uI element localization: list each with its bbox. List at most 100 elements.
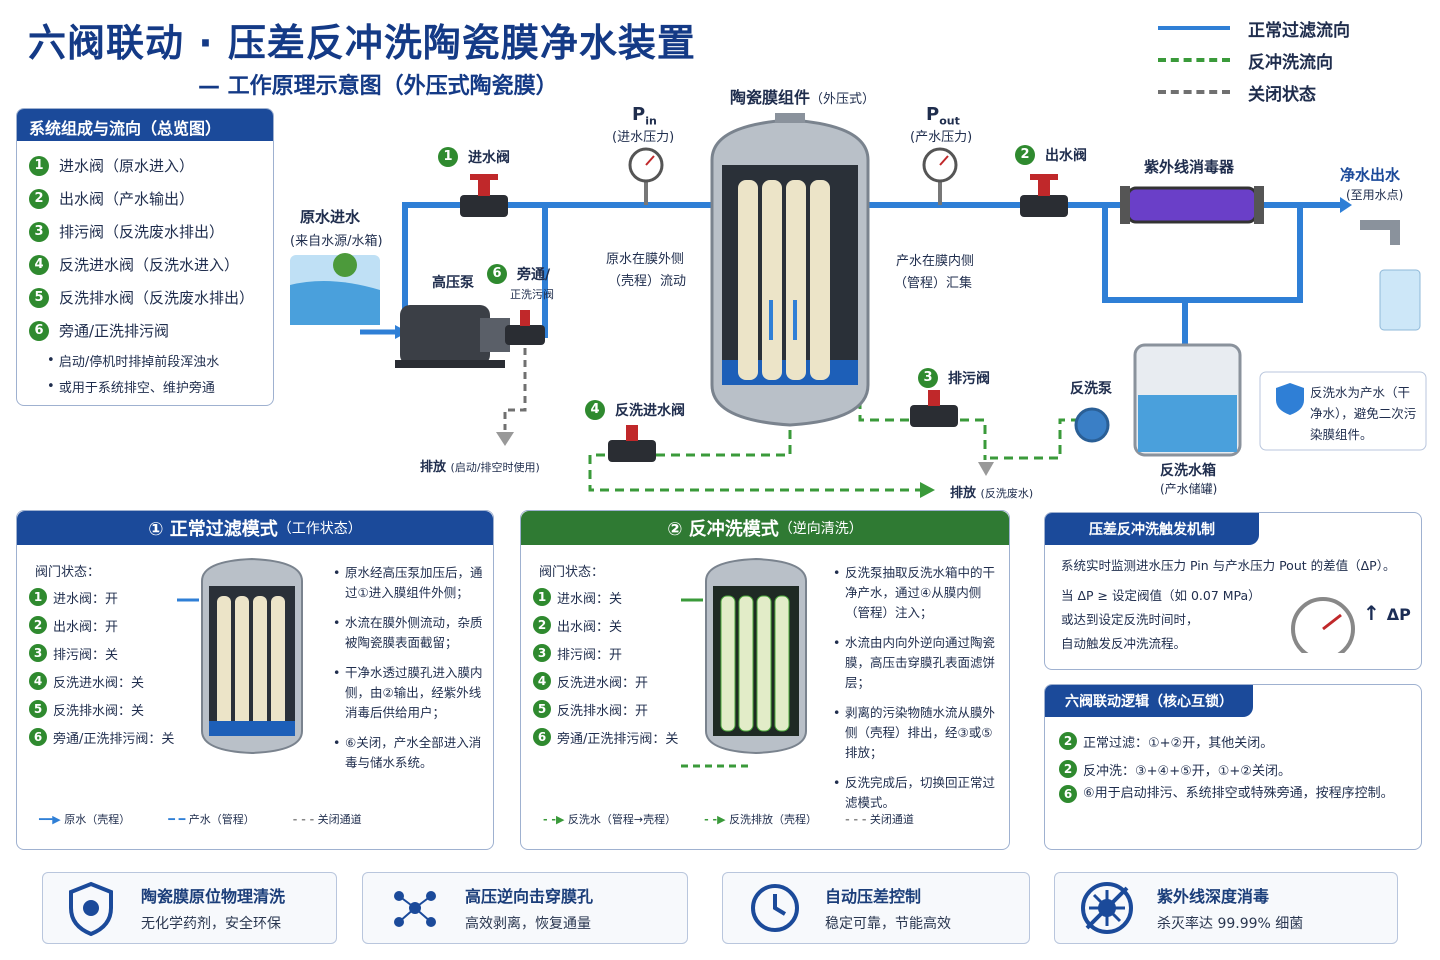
bw-pump-label: 反洗泵 (1070, 381, 1112, 397)
water-source-icon (290, 253, 380, 325)
clean-out-label: 净水出水 (1340, 166, 1401, 184)
note-text: 反洗水为产水（干净水），避免二次污染膜组件。 (1310, 385, 1417, 442)
mode1-title: ① 正常过滤模式（工作状态） (17, 511, 493, 545)
uv-sterilizer-icon (1120, 186, 1264, 224)
page-title: 六阀联动 · 压差反冲洗陶瓷膜净水装置 (28, 21, 696, 65)
pump-icon (395, 305, 510, 368)
module-label: 陶瓷膜组件（外压式） (730, 88, 876, 107)
overview-bullet: • 启动/停机时排掉前段浑浊水 (47, 352, 220, 370)
drain1-label: 排放 (启动/排空时使用) (420, 460, 540, 475)
clock-icon (751, 884, 799, 932)
outlet-arrow (1340, 197, 1352, 213)
valve-icon (1020, 174, 1068, 217)
ceramic-membrane-vessel-icon (710, 113, 870, 427)
process-diagram (290, 113, 1427, 498)
mode1-legend: ━━▶ 原水（壳程） ━ ━ 产水（管程） - - - 关闭通道 (39, 813, 362, 826)
virus-icon (1081, 882, 1133, 934)
closed-pipe (503, 348, 527, 430)
pressure-gauge-icon (922, 147, 958, 205)
dp-label: ↑ ΔP (1363, 601, 1411, 625)
backwash-pump-icon (1074, 407, 1110, 443)
overview-bullet: • 或用于系统排空、维护旁通 (47, 378, 215, 396)
trigger-title: 压差反冲洗触发机制 (1045, 513, 1259, 545)
clean-out-sub: (至用水点) (1346, 188, 1404, 202)
outside-label-2: （壳程）流动 (608, 274, 687, 289)
pressure-gauge-icon (628, 147, 664, 205)
trigger-line: 当 ΔP ≥ 设定阀值（如 0.07 MPa） (1061, 588, 1261, 603)
raw-in-sub: (来自水源/水箱) (290, 234, 383, 249)
mode2-title: ② 反冲洗模式（逆向清洗） (521, 511, 1009, 545)
trigger-line: 自动触发反冲洗流程。 (1061, 636, 1187, 651)
logic-title: 六阀联动逻辑（核心互锁） (1045, 685, 1253, 717)
mode1-vessel-icon (177, 557, 303, 755)
drain-funnel-icon (496, 432, 514, 446)
uv-label: 紫外线消毒器 (1144, 158, 1235, 176)
mode2-desc: 反洗泵抽取反洗水箱中的干净产水，通过④从膜内侧（管程）注入；水流由内向外逆向通过… (833, 563, 1003, 823)
trigger-panel: 压差反冲洗触发机制 系统实时监测进水压力 Pin 与产水压力 Pout 的差值（… (1044, 512, 1422, 670)
pout-label: Pout (926, 104, 960, 128)
valve-icon (460, 174, 508, 217)
raw-in-label: 原水进水 (300, 208, 361, 226)
gauge-icon (1291, 597, 1355, 653)
trigger-line: 或达到设定反洗时间时， (1061, 612, 1199, 627)
valve-icon (608, 425, 656, 462)
faucet-icon (1360, 220, 1421, 331)
bw-tank-label: 反洗水箱 (1160, 463, 1216, 479)
feature-card: 紫外线深度消毒杀灭率达 99.99% 细菌 (1054, 872, 1398, 944)
backwash-tank-icon (1133, 343, 1242, 457)
pin-label: Pin (632, 104, 657, 128)
pout-note: (产水压力) (910, 130, 973, 145)
drain2-label: 排放 (反洗废水) (950, 486, 1034, 501)
pump-label: 高压泵 (432, 275, 474, 291)
feature-card: 高压逆向击穿膜孔高效剥离，恢复通量 (362, 872, 688, 944)
bw-tank-sub: (产水储罐) (1160, 482, 1218, 496)
feature-card: 陶瓷膜原位物理清洗无化学药剂，安全环保 (42, 872, 337, 944)
note-box (1259, 371, 1427, 451)
mode2-legend: - -▶ 反洗水（管程→壳程） - -▶ 反洗排放（壳程） - - - 关闭通道 (543, 813, 914, 826)
v6-label-2: 正洗污阀 (510, 288, 554, 301)
outside-label: 原水在膜外侧 (606, 252, 685, 267)
valve-icon (505, 310, 545, 345)
inside-label: 产水在膜内侧 (896, 254, 975, 269)
flow-legend: 正常过滤流向 反冲洗流向 关闭状态 (1158, 12, 1428, 108)
page-subtitle: — 工作原理示意图（外压式陶瓷膜） (198, 74, 558, 99)
mode1-desc: 原水经高压泵加压后，通过①进入膜组件外侧；水流在膜外侧流动，杂质被陶瓷膜表面截留… (333, 563, 483, 783)
mode1-valve-title: 阀门状态： (35, 565, 101, 580)
overview-title: 系统组成与流向（总览图） (17, 109, 273, 141)
valve-icon (910, 390, 958, 427)
pin-note: (进水压力) (612, 130, 675, 145)
drain-funnel-icon (978, 462, 994, 476)
legend-normal: 正常过滤流向 (1158, 12, 1428, 44)
shield-icon (69, 881, 113, 937)
